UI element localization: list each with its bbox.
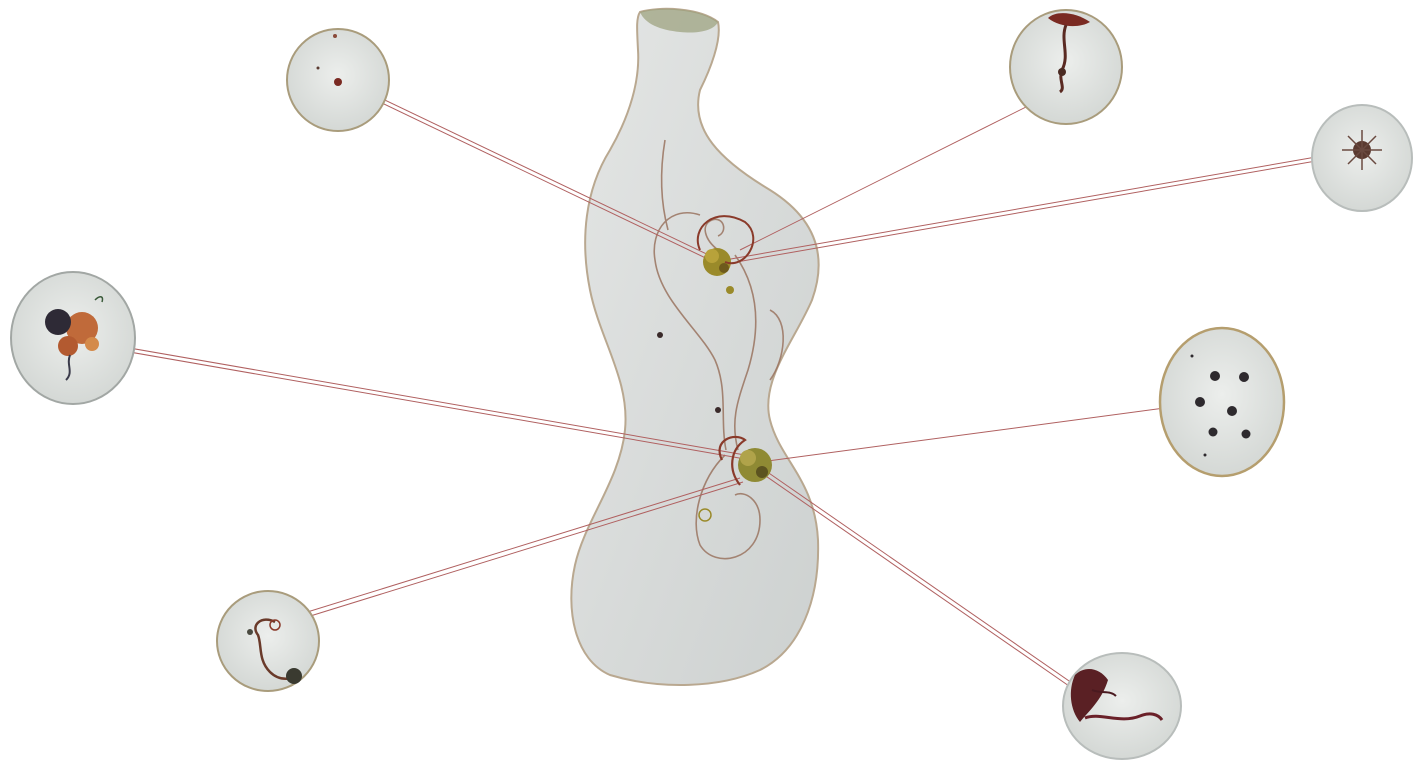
disc-bottom-left (217, 591, 319, 691)
disc-mid-right (1160, 328, 1284, 476)
link-line (725, 153, 1362, 264)
disc-left (11, 272, 135, 404)
disc-bottom-right (1063, 653, 1181, 759)
torso-silhouette (571, 9, 818, 685)
disc-right (1312, 105, 1412, 211)
disc-top-right (1010, 10, 1122, 124)
disc-top-left (287, 29, 389, 131)
link-line (725, 149, 1362, 260)
link-line (760, 403, 1202, 462)
link-line (740, 88, 1064, 250)
